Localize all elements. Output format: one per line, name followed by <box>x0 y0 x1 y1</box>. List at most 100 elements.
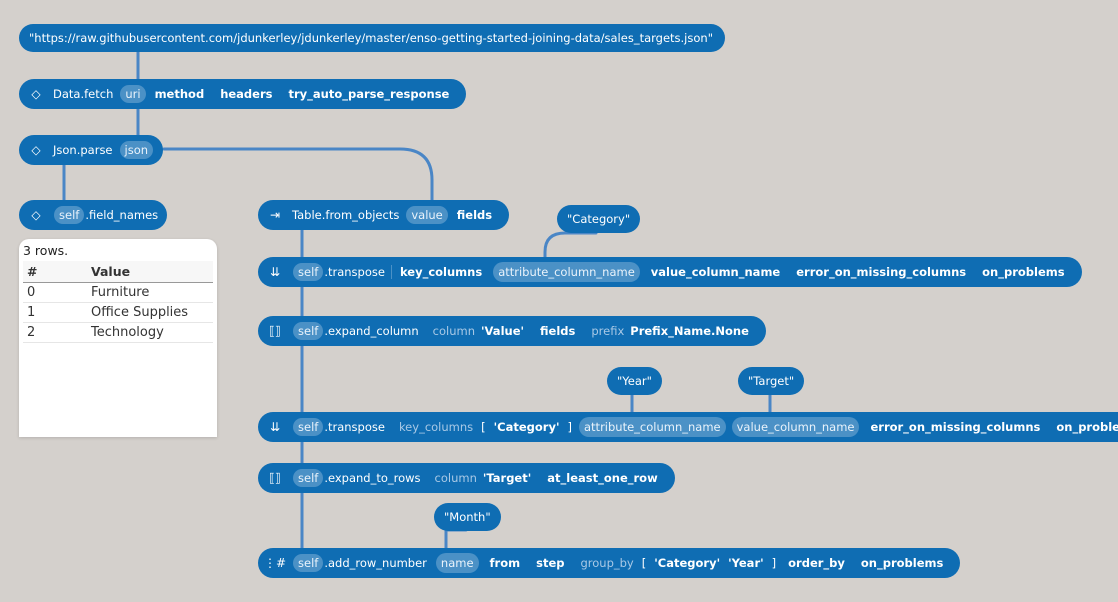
function-name: Json.parse <box>53 143 113 157</box>
function-name: Table.from_objects <box>292 208 400 222</box>
separator <box>390 265 392 279</box>
diamond-icon: ◇ <box>31 87 41 101</box>
arg-at-least-one-row[interactable]: at_least_one_row <box>547 471 658 485</box>
function-name: .field_names <box>85 208 159 222</box>
function-name: .expand_column <box>324 324 419 338</box>
arg-column-label: column <box>434 471 477 485</box>
table-row: 0 Furniture <box>23 282 213 303</box>
self-port[interactable]: self <box>293 263 324 281</box>
arg-column-value[interactable]: 'Value' <box>481 324 525 338</box>
arg-prefix-label: prefix <box>591 324 625 338</box>
row-number-icon: ⋮# <box>263 556 287 570</box>
arg-attribute-column-name[interactable]: attribute_column_name <box>579 417 726 437</box>
function-name: .transpose <box>324 420 385 434</box>
table-row: 2 Technology <box>23 322 213 343</box>
arrow-into-table-icon: ⇥ <box>269 208 281 222</box>
self-port[interactable]: self <box>293 322 324 340</box>
add-row-number-node[interactable]: ⋮# self .add_row_number name from step g… <box>258 548 961 578</box>
arg-headers[interactable]: headers <box>220 87 273 101</box>
function-name: .expand_to_rows <box>324 471 421 485</box>
row-index: 1 <box>23 302 87 323</box>
arg-step[interactable]: step <box>536 556 565 570</box>
row-value: Office Supplies <box>87 302 213 323</box>
row-value: Furniture <box>87 282 213 303</box>
arg-value-column-name[interactable]: value_column_name <box>650 265 781 279</box>
list-item-year[interactable]: 'Year' <box>728 556 764 570</box>
table-visualization: 3 rows. # Value 0 Furniture 1 Office Sup… <box>19 239 217 437</box>
arg-on-problems[interactable]: on_problems <box>982 265 1065 279</box>
literal-text: "Category" <box>567 212 631 226</box>
transpose-node-1[interactable]: ⇊ self .transpose key_columns attribute_… <box>258 257 1082 287</box>
edge-parse-to-from-objects <box>162 147 434 206</box>
arg-fields[interactable]: fields <box>456 208 493 222</box>
table-row: 1 Office Supplies <box>23 302 213 323</box>
literal-text: "Month" <box>444 510 491 524</box>
expand-icon: ⟦⟧ <box>269 324 281 338</box>
function-name: .transpose <box>324 265 385 279</box>
arg-uri[interactable]: uri <box>120 85 146 103</box>
list-open-bracket: [ <box>481 420 486 434</box>
row-index: 0 <box>23 282 87 303</box>
arg-key-columns-label: key_columns <box>398 420 474 434</box>
arg-method[interactable]: method <box>154 87 205 101</box>
category-literal-node[interactable]: "Category" <box>557 205 641 233</box>
edge-category-literal <box>543 231 598 264</box>
data-fetch-node[interactable]: ◇ Data.fetch uri method headers try_auto… <box>19 79 467 109</box>
field-names-node[interactable]: ◇ self .field_names <box>19 200 168 230</box>
table-from-objects-node[interactable]: ⇥ Table.from_objects value fields <box>258 200 510 230</box>
expand-column-node[interactable]: ⟦⟧ self .expand_column column 'Value' fi… <box>258 316 766 346</box>
table-header-row: # Value <box>23 261 213 283</box>
transpose-node-2[interactable]: ⇊ self .transpose key_columns [ 'Categor… <box>258 412 1118 442</box>
literal-text: "Target" <box>748 374 795 388</box>
arg-key-columns[interactable]: key_columns <box>399 265 483 279</box>
arg-on-problems[interactable]: on_problems <box>860 556 944 570</box>
arg-on-problems[interactable]: on_problems <box>1056 420 1118 434</box>
diamond-icon: ◇ <box>31 143 41 157</box>
self-port[interactable]: self <box>293 554 324 572</box>
diamond-icon: ◇ <box>31 208 41 222</box>
list-item-category[interactable]: 'Category' <box>493 420 560 434</box>
arg-order-by[interactable]: order_by <box>788 556 845 570</box>
arg-error-on-missing[interactable]: error_on_missing_columns <box>870 420 1041 434</box>
data-table: # Value 0 Furniture 1 Office Supplies 2 … <box>23 261 213 343</box>
expand-icon: ⟦⟧ <box>269 471 281 485</box>
arg-column-value[interactable]: 'Target' <box>482 471 532 485</box>
url-text: "https://raw.githubusercontent.com/jdunk… <box>29 31 713 45</box>
json-parse-node[interactable]: ◇ Json.parse json <box>19 135 164 165</box>
row-count-label: 3 rows. <box>23 243 69 258</box>
arg-value[interactable]: value <box>406 206 448 224</box>
arg-name[interactable]: name <box>435 553 479 573</box>
literal-text: "Year" <box>617 374 652 388</box>
self-port[interactable]: self <box>293 418 324 436</box>
list-close-bracket: ] <box>567 420 573 434</box>
column-header-value[interactable]: Value <box>87 261 213 283</box>
arg-value-column-name[interactable]: value_column_name <box>731 417 860 437</box>
arg-json[interactable]: json <box>119 141 154 159</box>
list-item-category[interactable]: 'Category' <box>654 556 721 570</box>
target-literal-node[interactable]: "Target" <box>738 367 805 395</box>
self-port[interactable]: self <box>293 469 324 487</box>
column-header-index[interactable]: # <box>23 261 87 283</box>
self-port[interactable]: self <box>54 206 85 224</box>
arg-prefix-value[interactable]: Prefix_Name.None <box>630 324 749 338</box>
arg-group-by-label: group_by <box>580 556 634 570</box>
row-value: Technology <box>87 322 213 343</box>
arg-from[interactable]: from <box>489 556 521 570</box>
list-close-bracket: ] <box>771 556 777 570</box>
arg-try-auto-parse[interactable]: try_auto_parse_response <box>288 87 450 101</box>
expand-to-rows-node[interactable]: ⟦⟧ self .expand_to_rows column 'Target' … <box>258 463 675 493</box>
month-literal-node[interactable]: "Month" <box>434 503 501 531</box>
arg-fields[interactable]: fields <box>540 324 576 338</box>
function-name: .add_row_number <box>324 556 427 570</box>
row-index: 2 <box>23 322 87 343</box>
arg-error-on-missing[interactable]: error_on_missing_columns <box>796 265 967 279</box>
url-literal-node[interactable]: "https://raw.githubusercontent.com/jdunk… <box>19 24 725 52</box>
function-name: Data.fetch <box>53 87 114 101</box>
year-literal-node[interactable]: "Year" <box>607 367 662 395</box>
arg-column-label: column <box>432 324 476 338</box>
transpose-icon: ⇊ <box>269 420 281 434</box>
list-open-bracket: [ <box>641 556 647 570</box>
transpose-icon: ⇊ <box>269 265 281 279</box>
arg-attribute-column-name[interactable]: attribute_column_name <box>493 262 640 282</box>
